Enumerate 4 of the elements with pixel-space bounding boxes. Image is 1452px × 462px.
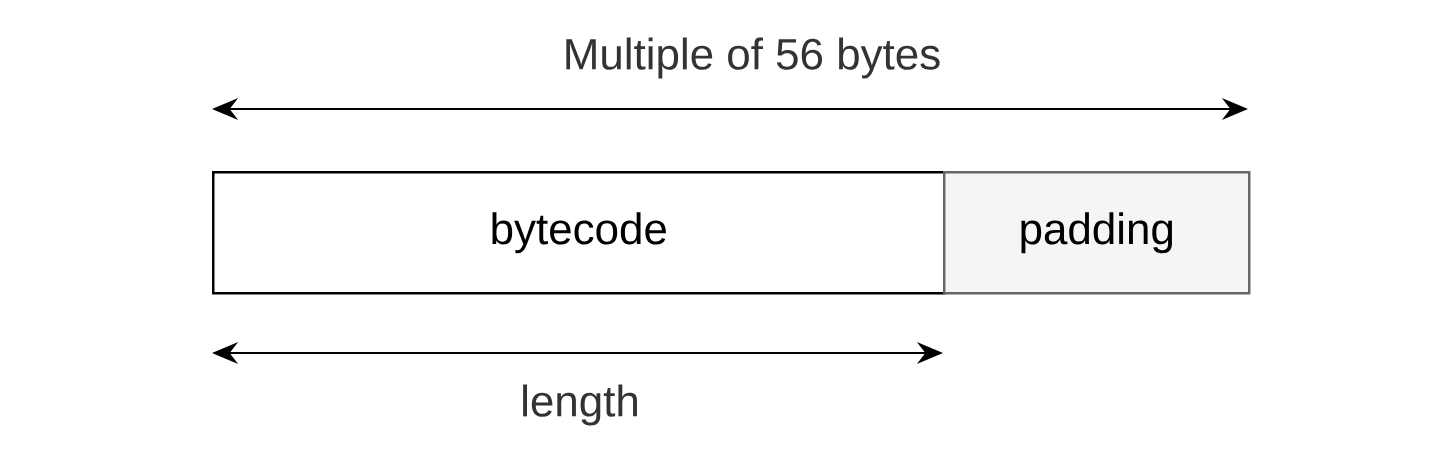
box: padding [943, 171, 1251, 295]
dimension-label: length [523, 384, 637, 426]
dimension-label: Multiple of 56 bytes [566, 37, 940, 79]
box: bytecode [212, 171, 946, 295]
